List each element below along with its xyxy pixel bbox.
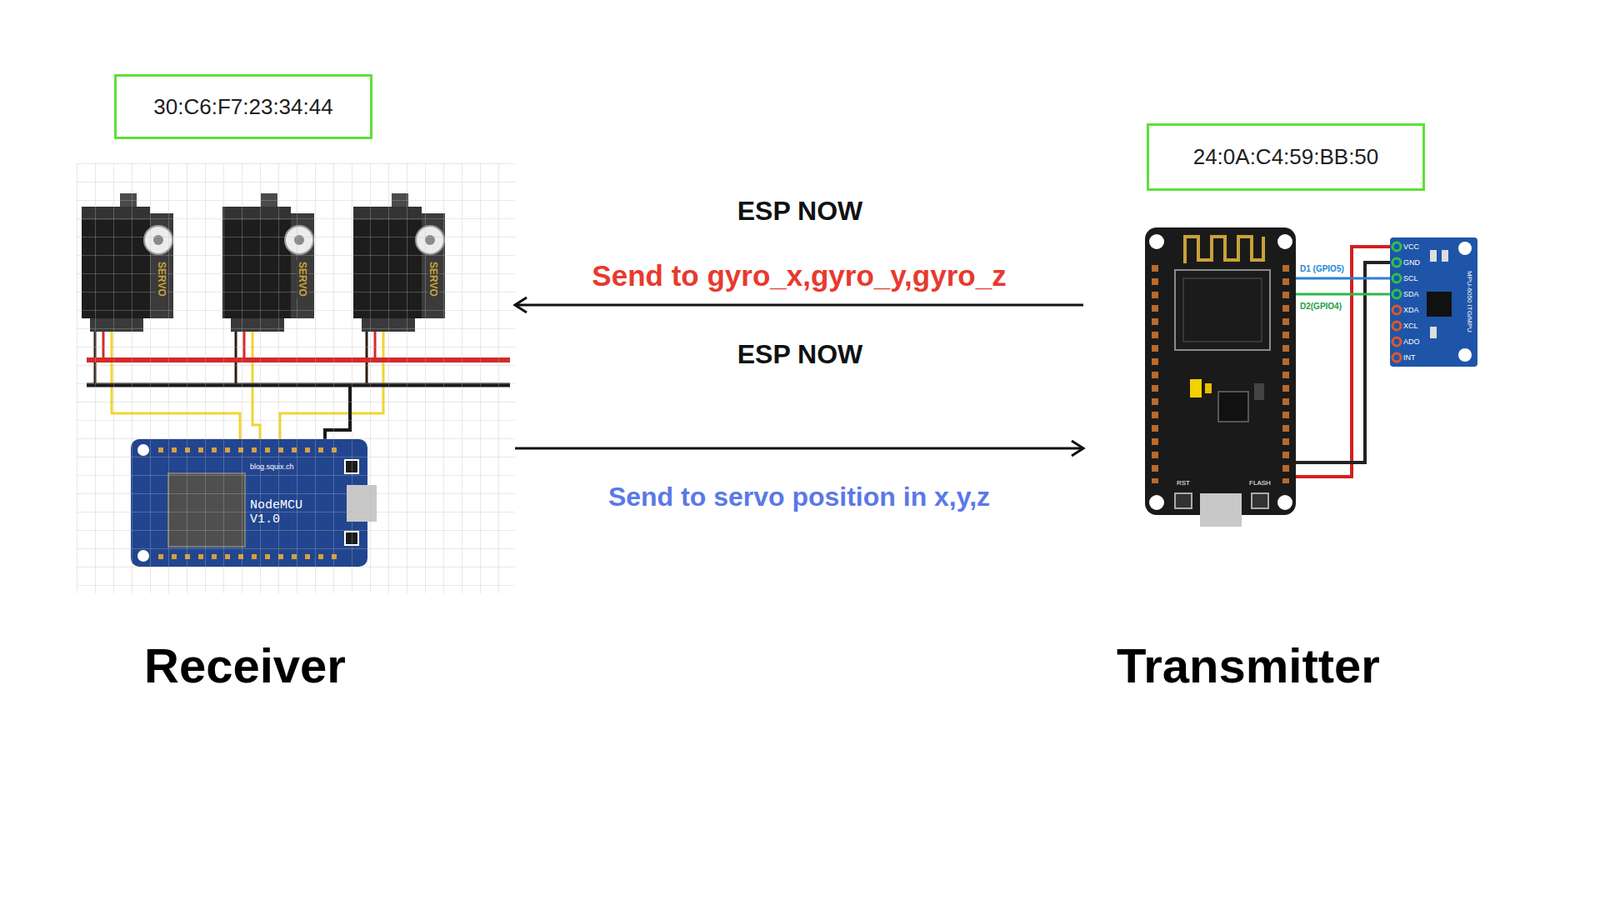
mpu6050-board-part xyxy=(1392,242,1401,251)
transmitter-wires-part xyxy=(1295,246,1393,477)
mpu6050-board xyxy=(1390,237,1478,367)
label-anchor: SERVO xyxy=(155,260,168,299)
pin-name: ADO xyxy=(1403,337,1420,347)
label-anchor: SERVO xyxy=(427,260,440,299)
pin-name: D2(GPIO4) xyxy=(1298,301,1344,312)
label-anchor: XCL xyxy=(1403,321,1419,331)
connector-arrow xyxy=(515,440,1084,456)
transmitter-wires-part xyxy=(1295,293,1393,296)
esp8266-board-part xyxy=(1175,270,1270,350)
transmitter-wires-part xyxy=(1295,262,1393,463)
label-anchor: D1 (GPIO5) xyxy=(1298,264,1346,275)
mpu6050-board-part xyxy=(1392,258,1401,267)
label-anchor: D2(GPIO4) xyxy=(1298,301,1344,312)
receiver-panel: Receiver xyxy=(76,163,515,594)
label-anchor: XDA xyxy=(1403,305,1420,315)
board-print: MPU-6050 ITG/MPU xyxy=(1465,270,1474,333)
section-title: Transmitter xyxy=(1116,637,1380,694)
mac-address-box: 30:C6:F7:23:34:44 xyxy=(114,74,373,140)
mpu6050-board-part xyxy=(1392,321,1401,330)
pin-name: VCC xyxy=(1403,242,1420,252)
esp8266-board-part xyxy=(1205,383,1212,394)
esp8266-board-part xyxy=(1251,493,1269,509)
pin-name: SDA xyxy=(1403,290,1420,300)
mpu6050-board-part xyxy=(1392,305,1401,315)
button-label: FLASH xyxy=(1249,479,1271,488)
mpu6050-board-part xyxy=(1430,326,1437,339)
board-print: blog.squix.ch xyxy=(250,462,295,472)
transmitter-region: Transmitter xyxy=(1083,220,1484,538)
esp8266-board-part xyxy=(1218,391,1249,422)
mpu6050-board-part xyxy=(1392,290,1401,299)
label-anchor: SERVO xyxy=(296,260,309,299)
esp8266-board-part xyxy=(1183,278,1262,342)
label-anchor: NodeMCU V1.0 xyxy=(250,498,303,528)
mpu6050-board-part xyxy=(1426,291,1452,317)
label-anchor: ADO xyxy=(1403,337,1420,347)
label-anchor: Send to gyro_x,gyro_y,gyro_z xyxy=(590,258,1008,294)
label-anchor: SCL xyxy=(1403,274,1419,284)
label-anchor: RST xyxy=(1176,479,1190,488)
label-anchor: MPU-6050 ITG/MPU xyxy=(1465,270,1474,333)
pin-name: INT xyxy=(1403,353,1416,363)
label-anchor: Send to servo position in x,y,z xyxy=(606,480,992,513)
pin-name: SCL xyxy=(1403,274,1419,284)
esp8266-board-part xyxy=(1145,227,1296,515)
mpu6050-board-part xyxy=(1430,250,1437,262)
esp8266-board-part xyxy=(1151,265,1159,484)
label-anchor: SDA xyxy=(1403,290,1420,300)
mpu6050-board-part xyxy=(1392,337,1401,346)
mac-address-box: 24:0A:C4:59:BB:50 xyxy=(1146,123,1425,191)
esp8266-board-part xyxy=(1190,379,1202,398)
esp8266-board-part xyxy=(1149,495,1165,510)
esp8266-board-part xyxy=(1277,495,1293,510)
label-anchor: ESP NOW xyxy=(737,338,864,370)
mpu6050-board-part xyxy=(1392,274,1401,283)
esp8266-board-part xyxy=(1149,234,1165,250)
esp8266-board-part xyxy=(1175,493,1192,509)
button-label: RST xyxy=(1176,479,1190,488)
arrow-head xyxy=(515,297,527,313)
mpu6050-board-part xyxy=(1392,353,1401,362)
mpu6050-board-part xyxy=(1441,250,1449,262)
connector-line xyxy=(515,304,1084,307)
esp8266-board xyxy=(1145,227,1296,527)
part-label: SERVO xyxy=(427,260,440,299)
esp8266-board-part xyxy=(1254,383,1265,400)
part-label: SERVO xyxy=(155,260,168,299)
pin-name: GND xyxy=(1403,258,1420,268)
pin-name: D1 (GPIO5) xyxy=(1298,264,1346,275)
edge-label: Send to gyro_x,gyro_y,gyro_z xyxy=(590,258,1008,294)
mpu6050-board-part xyxy=(1458,241,1472,255)
connector-arrow xyxy=(515,297,1084,313)
esp8266-board-part xyxy=(1277,234,1293,250)
arrow-head xyxy=(1071,440,1084,456)
connector-line xyxy=(515,447,1084,450)
pin-name: XCL xyxy=(1403,321,1419,331)
label-anchor: blog.squix.ch xyxy=(250,462,295,472)
mac-address: 24:0A:C4:59:BB:50 xyxy=(1193,144,1380,170)
part-label: SERVO xyxy=(296,260,309,299)
mac-address: 30:C6:F7:23:34:44 xyxy=(153,94,333,120)
label-anchor: ESP NOW xyxy=(737,195,864,227)
label-anchor: FLASH xyxy=(1249,479,1271,488)
pin-name: XDA xyxy=(1403,305,1420,315)
esp8266-board-part xyxy=(1200,493,1242,527)
label-anchor: GND xyxy=(1403,258,1420,268)
transmitter-wires-part xyxy=(1295,277,1393,280)
esp8266-board-part xyxy=(1282,265,1290,484)
mpu6050-board-part xyxy=(1390,237,1478,367)
label-anchor: VCC xyxy=(1403,242,1420,252)
label-anchor: INT xyxy=(1403,353,1416,363)
edge-label: Send to servo position in x,y,z xyxy=(606,480,992,513)
mpu6050-board-part xyxy=(1458,348,1472,362)
board-name: NodeMCU V1.0 xyxy=(250,498,303,528)
section-title: Receiver xyxy=(144,637,346,694)
protocol-label: ESP NOW xyxy=(737,195,864,227)
protocol-label: ESP NOW xyxy=(737,338,864,370)
transmitter-wires xyxy=(1295,246,1393,477)
esp8266-board-part xyxy=(1185,236,1264,264)
